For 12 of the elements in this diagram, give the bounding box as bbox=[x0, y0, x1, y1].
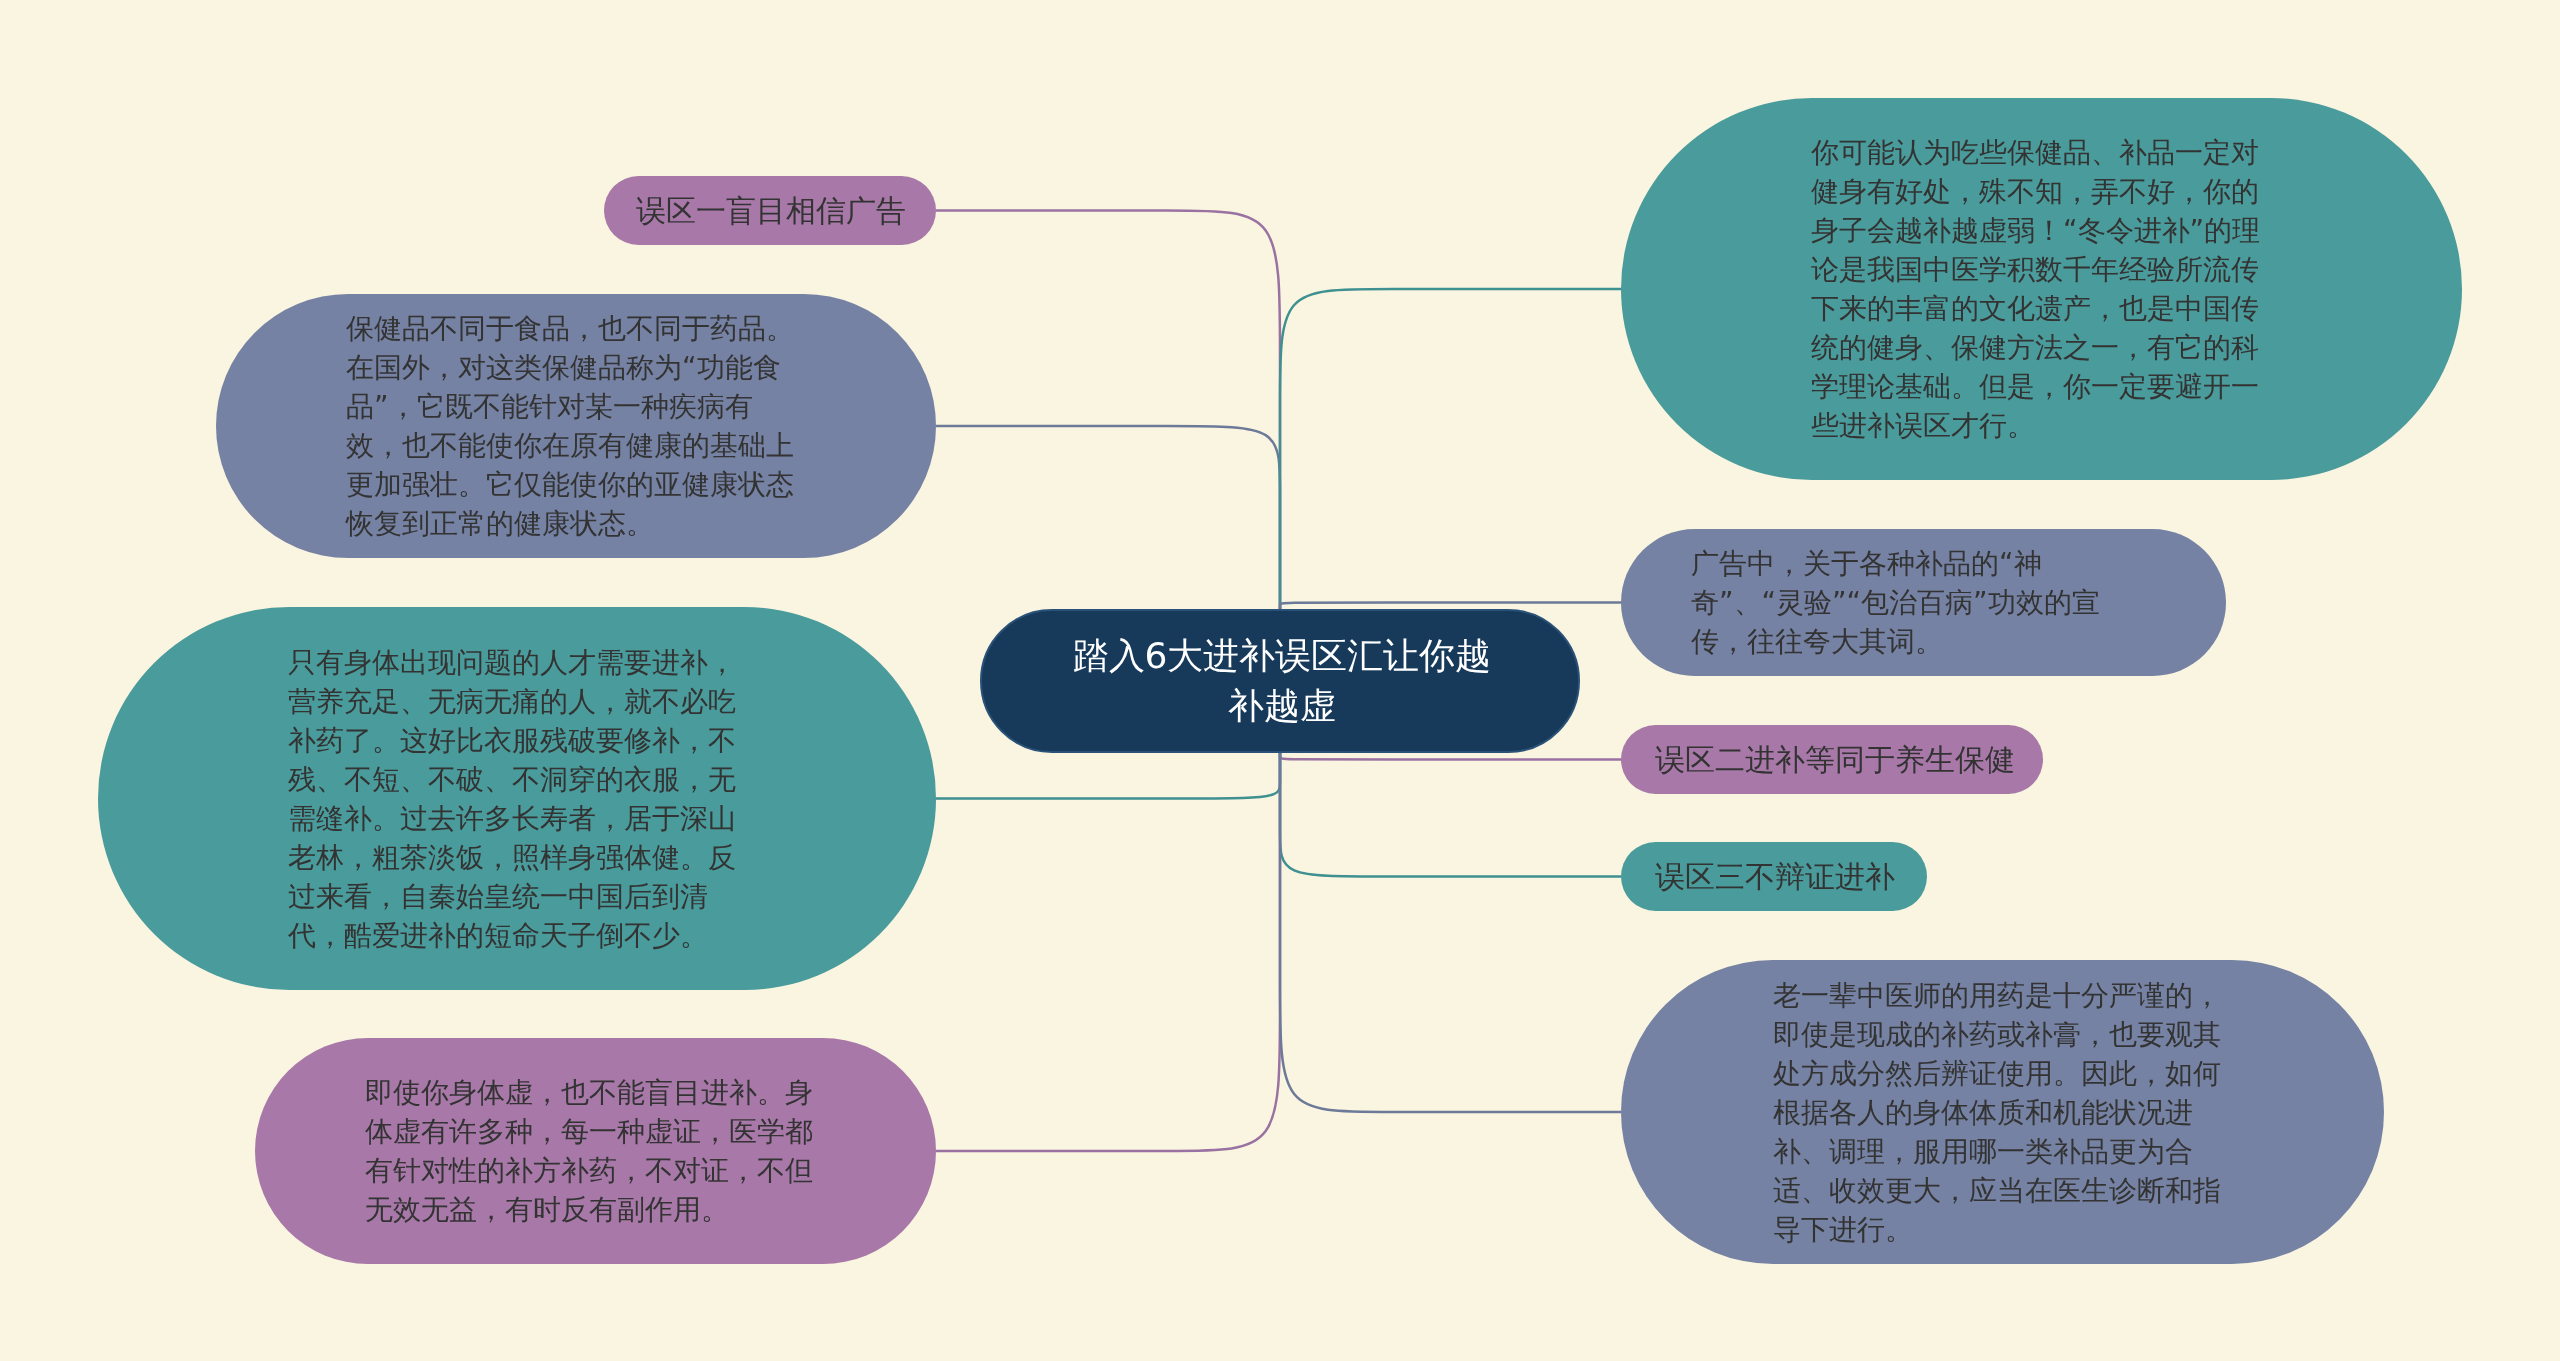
topic-title: 踏入6大进补误区汇让你越补越虚 bbox=[1071, 634, 1493, 728]
connector-line bbox=[1278, 753, 1621, 1114]
topic-text: 误区二进补等同于养生保健 bbox=[1655, 740, 2016, 779]
topic-text: 老一辈中医师的用药是十分严谨的，即使是现成的补药或补膏，也要观其处方成分然后辨证使用。因此，如何根据各人的身体体质和机能状况进补、调理，服用哪一类补品更为合适、收效更大，应当在医生诊断和指导下进行。 bbox=[1773, 977, 2222, 1248]
topic-text: 误区一盲目相信广告 bbox=[636, 191, 907, 230]
topic-text: 保健品不同于食品，也不同于药品。在国外，对这类保健品称为“功能食品”，它既不能针对某一种疾病有效，也不能使你在原有健康的基础上更加强壮。它仅能使你的亚健康状态恢复到正常的健康状态。 bbox=[346, 311, 795, 542]
topic-text: 你可能认为吃些保健品、补品一定对健身有好处，殊不知，弄不好，你的身子会越补越虚弱！“冬令进补”的理论是我国中医学积数千年经验所流传下来的丰富的文化遗产，也是中国传统的健身、保健方法之一，有它的科学理论基础。但是，你一定要避开一些进补误区才行。 bbox=[1811, 135, 2261, 444]
topic-text: 误区三不辩证进补 bbox=[1655, 857, 1896, 896]
topic-text: 广告中，关于各种补品的“神奇”、“灵验”“包治百病”功效的宣传，往往夸大其词。 bbox=[1691, 546, 2101, 660]
topic-text: 即使你身体虚，也不能盲目进补。身体虚有许多种，每一种虚证，医学都有针对性的补方补药，不对证，不但无效无益，有时反有副作用。 bbox=[365, 1075, 814, 1228]
connector-line bbox=[1278, 601, 1621, 610]
topic-text: 只有身体出现问题的人才需要进补，营养充足、无病无痛的人，就不必吃补药了。这好比衣服残破要修补，不残、不短、不破、不洞穿的衣服，无需缝补。过去许多长寿者，居于深山老林，粗茶淡饭，照样身强体健。反过来看，自秦始皇统一中国后到清代，酷爱进补的短命天子倒不少。 bbox=[288, 644, 737, 954]
